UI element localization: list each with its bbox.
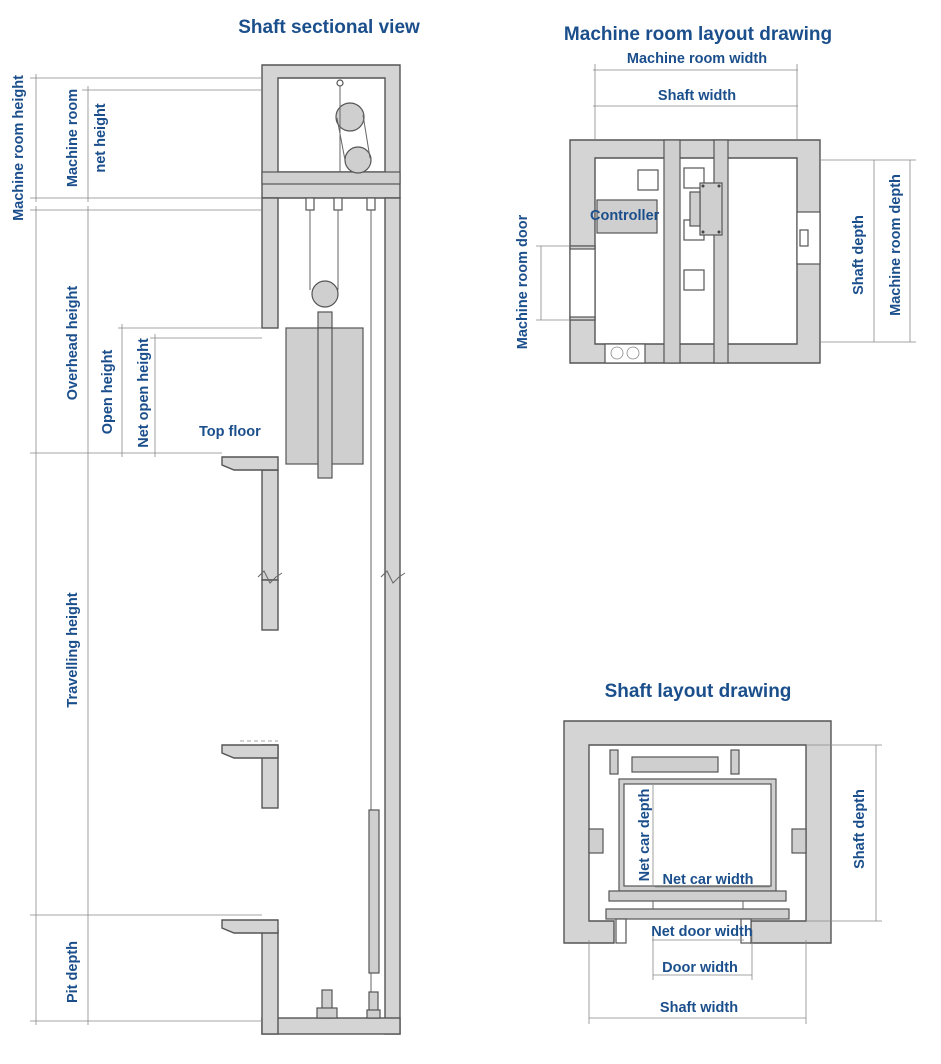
open-height-label: Open height	[100, 350, 116, 435]
shaft-layout: Shaft layout drawing	[563, 681, 882, 1024]
middle-floor-slab	[221, 744, 279, 759]
shaft-layout-dimension-lines	[588, 744, 882, 1024]
shaft-car-inner	[623, 783, 772, 887]
deflector-sheave-icon	[344, 146, 372, 174]
shaft-pit-floor	[261, 1017, 401, 1035]
break-mark-left	[257, 570, 283, 584]
net-car-depth-label: Net car depth	[637, 789, 653, 882]
traction-machine	[699, 182, 723, 236]
machine-room-layout-title: Machine room layout drawing	[564, 24, 832, 45]
machine-room-width-label: Machine room width	[627, 51, 767, 67]
rope-hole	[683, 269, 705, 291]
car-guide-rail-right	[791, 828, 807, 854]
machine-room-net-height-label-2: net height	[93, 103, 109, 172]
car-buffer-base	[316, 1007, 338, 1019]
shaft-section-title: Shaft sectional view	[238, 17, 420, 38]
rope-hole	[333, 197, 343, 211]
shaft-right-wall	[384, 197, 401, 1035]
car-guide-rail	[317, 327, 333, 479]
net-door-width-label: Net door width	[651, 924, 753, 940]
counterweight	[368, 809, 380, 974]
sl-shaft-width-label: Shaft width	[660, 1000, 738, 1016]
shaft-left-wall-pit	[261, 929, 279, 1035]
shaft-left-wall-seg1	[261, 469, 279, 581]
mr-shaft-depth-label: Shaft depth	[851, 215, 867, 295]
sl-shaft-depth-label: Shaft depth	[852, 789, 868, 869]
car-sill	[608, 890, 787, 902]
net-open-height-label: Net open height	[136, 338, 152, 448]
car-pulley-icon	[311, 280, 339, 308]
overhead-height-label: Overhead height	[65, 286, 81, 401]
shaft-left-wall-top	[261, 197, 279, 329]
shaft-layout-title: Shaft layout drawing	[605, 681, 792, 702]
machine-room-depth-label: Machine room depth	[888, 174, 904, 316]
traction-motor	[689, 191, 701, 227]
top-floor-slab	[221, 456, 279, 471]
cw-guide-rail-left	[609, 749, 619, 775]
door-jamb-left	[615, 918, 627, 944]
door-jamb-right	[740, 918, 752, 944]
machine-room-floor-slab	[261, 171, 401, 185]
rope-hole	[683, 167, 705, 189]
mr-shaft-width-label: Shaft width	[658, 88, 736, 104]
car-sling	[317, 311, 333, 329]
controller-label: Controller	[590, 208, 660, 224]
shaft-sectional-view: Shaft sectional view	[11, 17, 420, 1035]
shaft-counterweight	[631, 756, 719, 773]
cw-guide-rail-right	[730, 749, 740, 775]
pit-depth-label: Pit depth	[65, 941, 81, 1003]
rope-hitch	[336, 79, 344, 87]
rope-hole	[366, 197, 376, 211]
bottom-floor-slab	[221, 919, 279, 934]
break-mark-right	[380, 570, 406, 584]
cw-buffer-base	[366, 1009, 381, 1019]
machine-room-door-label: Machine room door	[515, 214, 531, 349]
shaft-left-wall-seg2	[261, 579, 279, 631]
rope	[362, 114, 371, 159]
door-width-label: Door width	[662, 960, 738, 976]
travelling-height-label: Travelling height	[65, 592, 81, 707]
rope-hole	[637, 169, 659, 191]
car-guide-rail-left	[588, 828, 604, 854]
landing-sill	[605, 908, 790, 920]
machine-room-beam-right	[713, 139, 729, 364]
machine-room-layout: Machine room layout drawing Controller	[515, 24, 916, 364]
top-floor-label: Top floor	[199, 424, 261, 440]
machine-room-beam-left	[663, 139, 681, 364]
machine-room-dimension-lines	[536, 64, 916, 343]
traction-sheave-icon	[335, 102, 365, 132]
rope	[336, 117, 346, 161]
machine-room-height-label: Machine room height	[11, 75, 27, 221]
shaft-section-dimension-lines	[30, 74, 262, 1025]
machine-room-door-opening	[569, 245, 596, 321]
net-car-width-label: Net car width	[662, 872, 753, 888]
machine-room-net-height-label-1: Machine room	[65, 89, 81, 187]
rope-hole	[305, 197, 315, 211]
controller-cabinet	[596, 199, 658, 234]
